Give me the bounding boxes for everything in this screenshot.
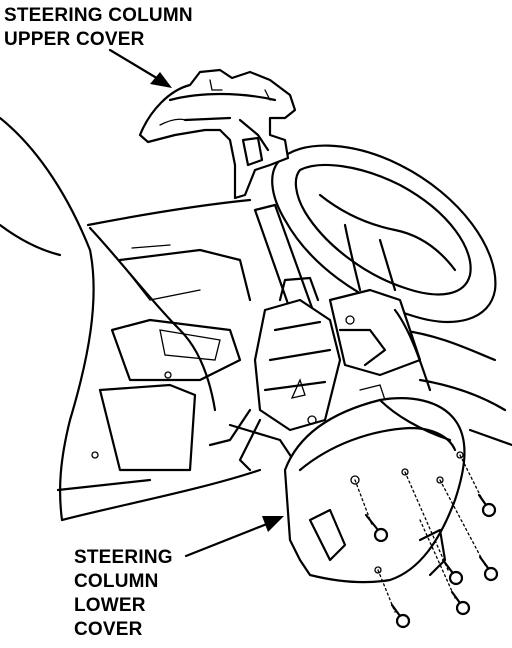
upper-cover-part <box>138 68 297 200</box>
lower-cover-label-line: STEERING <box>74 547 173 568</box>
upper-cover-label-line: UPPER COVER <box>4 29 145 50</box>
upper-cover-callout-arrow <box>108 48 172 88</box>
lower-cover-label-line: COLUMN <box>74 571 159 592</box>
screw-icon <box>477 493 497 518</box>
screw-icon <box>478 555 499 582</box>
screw-icon <box>390 603 411 629</box>
lower-cover-label-line: LOWER <box>74 595 146 616</box>
dashboard-outline <box>0 116 512 522</box>
screw-icon <box>450 590 471 616</box>
upper-cover-label: STEERING COLUMN UPPER COVER <box>4 4 193 52</box>
screw-icon <box>441 558 464 586</box>
steering-wheel <box>271 144 497 323</box>
lower-cover-label-line: COVER <box>74 619 143 640</box>
column-mechanism <box>208 276 387 472</box>
lower-cover-label: STEERING COLUMN LOWER COVER <box>74 546 173 642</box>
lower-cover-callout-arrow <box>184 516 284 558</box>
screw-icon <box>364 513 389 543</box>
upper-cover-label-line: STEERING COLUMN <box>4 5 193 26</box>
mounting-screws <box>354 454 499 629</box>
lower-cover-part <box>283 397 466 584</box>
